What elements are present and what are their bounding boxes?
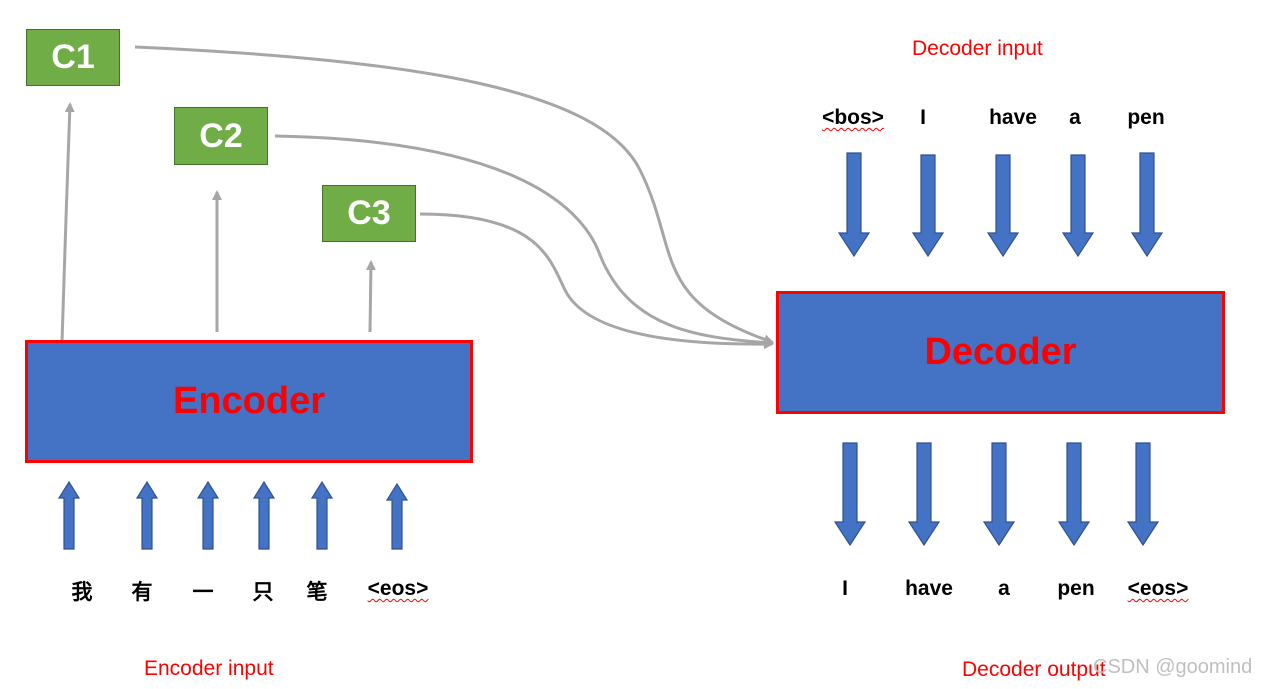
context-vector-c3: C3 — [322, 185, 416, 242]
encoder-input-arrow-3 — [196, 480, 220, 550]
decoder-input-arrow-1 — [837, 152, 871, 258]
encoder-input-arrow-5 — [310, 480, 334, 550]
decoder-output-token-3: a — [998, 577, 1010, 600]
decoder-input-arrows — [837, 152, 1164, 258]
context-vector-c2: C2 — [174, 107, 268, 165]
encoder-input-token-5: 笔 — [306, 580, 328, 604]
encoder-label: Encoder — [172, 380, 326, 422]
c2-to-decoder-curve — [274, 134, 774, 348]
decoder-block: Decoder — [776, 291, 1225, 414]
decoder-input-arrow-2 — [911, 154, 945, 258]
decoder-input-token-3: have — [989, 106, 1037, 129]
encoder-block: Encoder — [25, 340, 473, 463]
watermark: CSDN @goomind — [1093, 656, 1253, 678]
encoder-input-arrow-6 — [385, 482, 409, 550]
encoder-input-caption: Encoder input — [144, 657, 274, 680]
c3-to-decoder-curve — [419, 212, 774, 350]
c1-to-decoder-curve — [134, 45, 774, 345]
decoder-input-token-2: I — [920, 106, 926, 129]
decoder-output-arrow-2 — [907, 442, 941, 547]
decoder-label: Decoder — [924, 331, 1077, 373]
decoder-input-arrow-5 — [1130, 152, 1164, 258]
decoder-input-token-4: a — [1069, 106, 1081, 129]
decoder-output-token-5: <eos> — [1127, 577, 1189, 600]
encoder-input-token-6: <eos> — [367, 577, 429, 600]
encoder-input-token-2: 有 — [131, 580, 153, 604]
encoder-input-token-4: 只 — [252, 580, 274, 604]
encoder-input-token-3: 一 — [192, 580, 214, 604]
decoder-input-token-5: pen — [1127, 106, 1165, 129]
encoder-input-token-1: 我 — [71, 580, 93, 604]
decoder-input-arrow-4 — [1061, 154, 1095, 258]
context-vector-c1: C1 — [26, 29, 120, 86]
decoder-output-arrow-4 — [1057, 442, 1091, 547]
decoder-output-arrows — [833, 442, 1160, 547]
decoder-output-arrow-3 — [982, 442, 1016, 547]
decoder-output-arrow-5 — [1126, 442, 1160, 547]
encoder-input-arrow-4 — [252, 480, 276, 550]
decoder-output-token-2: have — [905, 577, 953, 600]
context-vector-c2-label: C2 — [199, 116, 243, 155]
decoder-output-token-4: pen — [1057, 577, 1095, 600]
encoder-input-arrows — [57, 480, 409, 550]
encoder-input-arrow-2 — [135, 480, 159, 550]
context-vector-c3-label: C3 — [347, 194, 391, 232]
encoder-to-c1-arrow — [60, 102, 75, 343]
context-vector-c1-label: C1 — [51, 38, 95, 76]
decoder-input-token-1: <bos> — [822, 106, 884, 129]
decoder-input-caption: Decoder input — [912, 37, 1043, 60]
decoder-output-arrow-1 — [833, 442, 867, 547]
decoder-output-caption: Decoder output — [962, 658, 1106, 681]
decoder-output-token-1: I — [842, 577, 848, 600]
encoder-to-c3-arrow — [365, 260, 376, 333]
encoder-input-arrow-1 — [57, 480, 81, 550]
decoder-input-arrow-3 — [986, 154, 1020, 258]
